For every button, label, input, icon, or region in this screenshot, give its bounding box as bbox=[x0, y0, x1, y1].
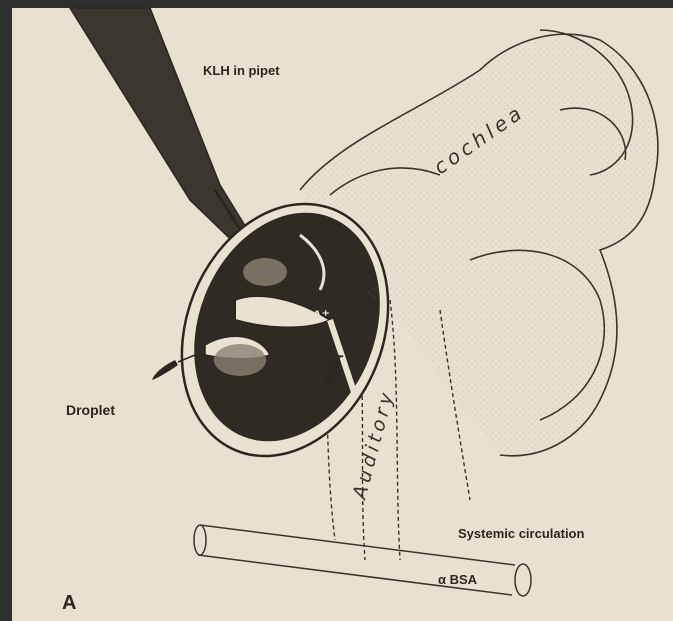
bsa-bottom-label: α BSA bbox=[438, 572, 478, 587]
bsa-top-label: α BSA⁺ bbox=[280, 307, 329, 323]
systemic-label: Systemic circulation bbox=[458, 526, 584, 541]
panel-letter: A bbox=[62, 592, 76, 614]
droplet-label: Droplet bbox=[66, 402, 115, 418]
pipet bbox=[70, 8, 265, 268]
pipet-label: KLH in pipet bbox=[203, 63, 280, 78]
